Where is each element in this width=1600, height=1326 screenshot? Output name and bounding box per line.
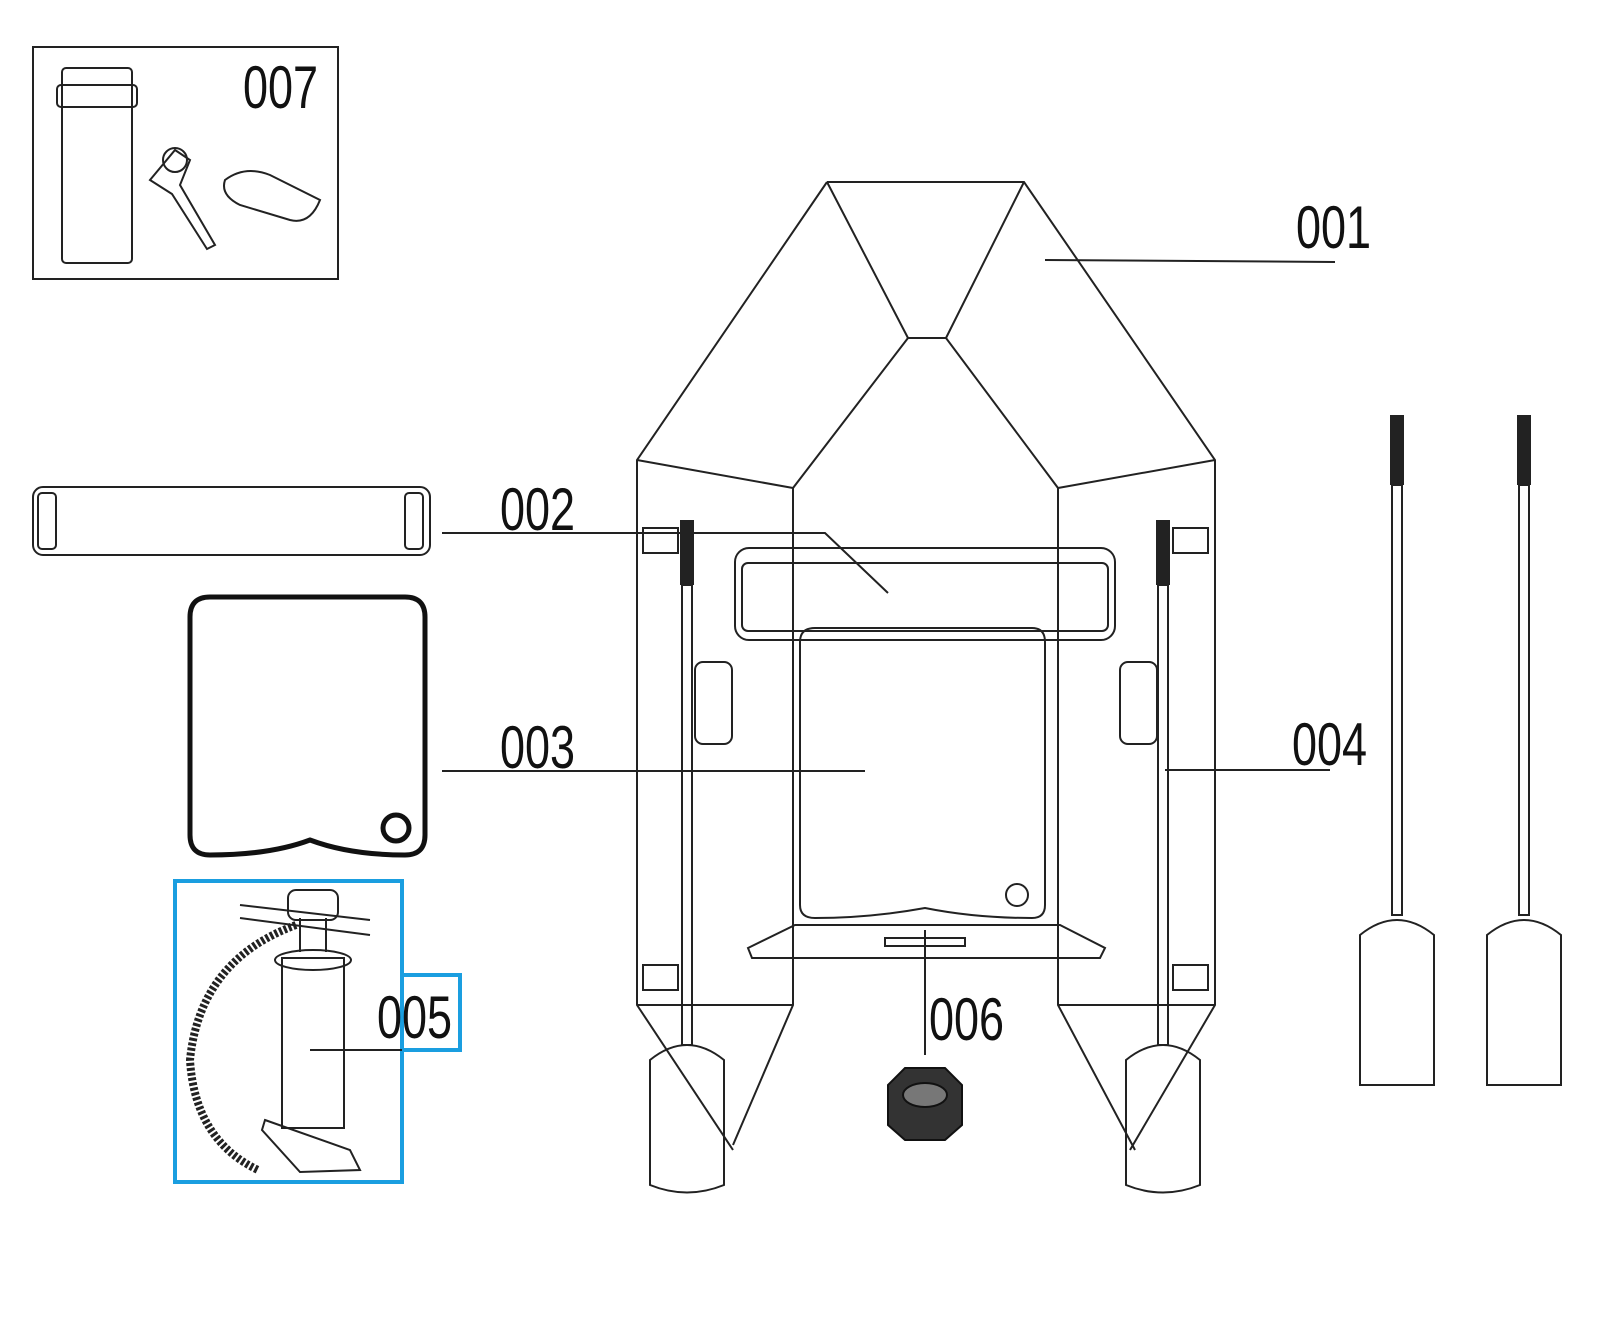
highlight-label-box [400,973,462,1052]
part-number-006: 006 [929,987,1004,1054]
part-004-oars[interactable]: 004 [1165,415,1562,1086]
part-002-seat-standalone[interactable] [32,486,431,556]
part-number-005: 005 [377,985,452,1052]
part-005-hand-pump[interactable]: 005 [173,879,462,1184]
part-007-repair-kit[interactable]: 007 [32,46,339,280]
part-001-boat-hull[interactable]: 001 [636,181,1371,1151]
part-004-oars-installed[interactable] [642,520,1209,1194]
part-003-floor-standalone[interactable] [187,594,428,858]
part-number-001: 001 [1296,195,1371,262]
part-002-seat-installed[interactable]: 002 [442,477,1116,641]
part-number-004: 004 [1292,712,1367,779]
leader-line-002 [442,532,889,594]
part-number-003: 003 [500,715,575,782]
part-006-valve[interactable]: 006 [887,930,1004,1141]
part-003-floor-installed[interactable]: 003 [442,627,1107,959]
part-number-002: 002 [500,477,575,544]
part-number-007: 007 [243,55,318,122]
leader-line-001 [1044,259,1336,263]
